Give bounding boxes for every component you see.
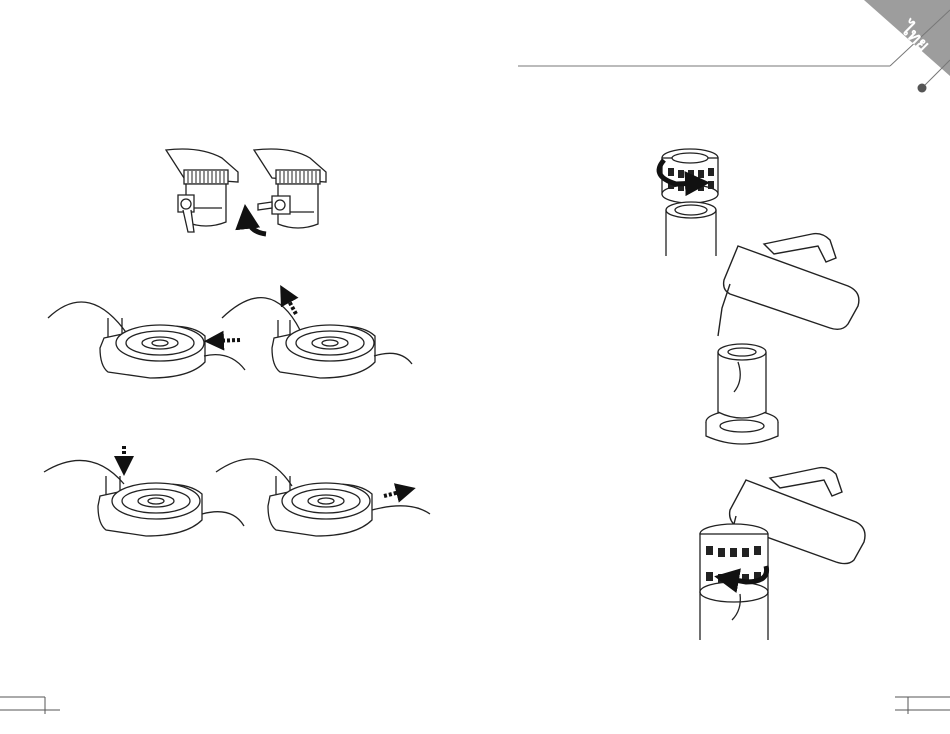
lift-arrow-icon (284, 292, 296, 314)
filter-base-illustration-1 (48, 302, 245, 378)
filter-base-illustration-4 (216, 459, 430, 536)
language-tab (518, 0, 950, 93)
filter-housing-illustration (706, 344, 778, 444)
rotate-arrow-icon (246, 214, 266, 234)
push-arrow-icon (212, 340, 240, 341)
cartridge-cap-illustration (662, 149, 718, 256)
faucet-illustration-1 (166, 149, 238, 232)
left-page-footer-mark (0, 697, 60, 714)
outflow-arrow-icon (384, 490, 408, 496)
page-bullet-icon (918, 84, 927, 93)
pitcher-illustration-1 (718, 234, 859, 336)
faucet-illustration-2 (254, 149, 326, 228)
filter-base-illustration-2 (222, 298, 412, 378)
right-page-footer-mark (895, 697, 950, 714)
filter-base-illustration-3 (44, 460, 244, 536)
